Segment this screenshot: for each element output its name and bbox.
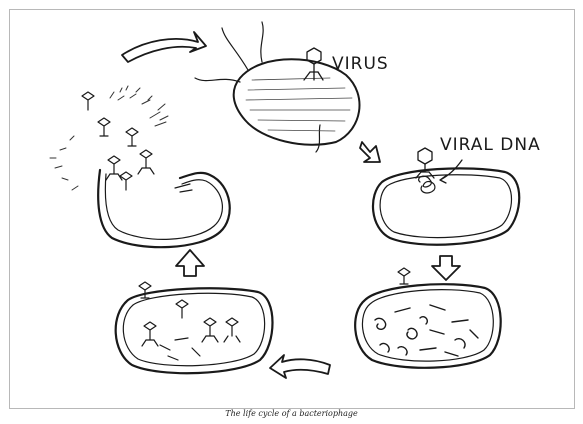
stage-dna-injection <box>371 147 521 246</box>
host-cell-outer <box>114 287 274 375</box>
burst-cell-outer <box>97 168 231 249</box>
host-cell-inner <box>379 174 513 239</box>
pointer-arrow <box>439 159 463 184</box>
virus-phage <box>415 147 435 179</box>
virus-phage <box>397 267 411 285</box>
figure-caption: The life cycle of a bacteriophage <box>225 409 358 418</box>
bacterium-flagellum <box>194 21 321 153</box>
assembled-phages <box>141 299 241 361</box>
virus-label: VIRUS <box>332 54 389 74</box>
dna-fragments <box>374 304 479 357</box>
host-cell-inner <box>361 289 494 362</box>
debris <box>49 85 169 191</box>
host-cell-outer <box>354 283 502 369</box>
burst-cell-inner <box>104 173 223 240</box>
bacterium-hatching <box>245 77 353 132</box>
host-cell-outer <box>371 167 521 246</box>
bacterium-cell <box>232 58 361 146</box>
arrow-right-lower <box>431 255 461 281</box>
virus-phage <box>303 47 324 81</box>
arrow-left <box>175 249 205 277</box>
bacteriophage-life-cycle-diagram <box>49 21 521 379</box>
virus-phage <box>138 281 152 299</box>
arrow-top <box>121 31 207 63</box>
stage-assembly <box>114 281 274 375</box>
arrow-right-upper <box>359 141 381 163</box>
released-phages <box>81 91 193 193</box>
stage-attachment <box>194 21 361 153</box>
viral-dna-label: VIRAL DNA <box>440 135 541 155</box>
cycle-arrows <box>121 31 461 379</box>
stage-lysis <box>49 85 231 249</box>
stage-replication <box>354 267 502 369</box>
figure-frame <box>9 9 575 409</box>
viral-dna-coil <box>418 175 436 194</box>
host-cell-inner <box>122 292 266 367</box>
arrow-bottom <box>269 354 331 379</box>
